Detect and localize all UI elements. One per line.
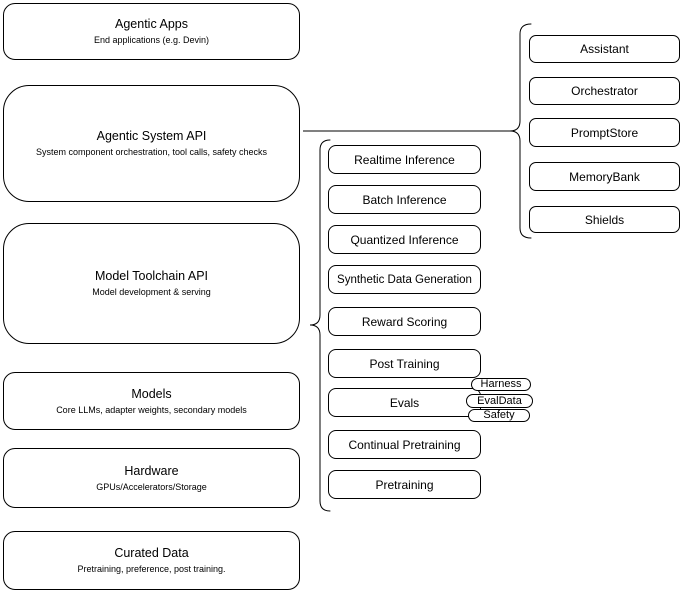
tag-label: Harness — [480, 378, 522, 390]
node-subtitle: End applications (e.g. Devin) — [93, 35, 210, 45]
node-title: Curated Data — [114, 546, 189, 560]
node-realtime-inference: Realtime Inference — [328, 145, 481, 174]
node-promptstore: PromptStore — [529, 118, 680, 147]
node-label: MemoryBank — [569, 169, 640, 184]
node-shields: Shields — [529, 206, 680, 233]
node-title: Hardware — [124, 463, 179, 478]
node-pretraining: Pretraining — [328, 470, 481, 499]
tag-safety: Safety — [468, 409, 530, 422]
node-subtitle: System component orchestration, tool cal… — [35, 147, 268, 157]
node-label: Post Training — [369, 356, 440, 371]
node-subtitle: Model development & serving — [92, 287, 211, 297]
node-subtitle: Core LLMs, adapter weights, secondary mo… — [56, 404, 247, 415]
node-label: Shields — [584, 212, 625, 227]
node-evals: Evals — [328, 388, 481, 417]
node-title: Agentic Apps — [115, 17, 188, 31]
system-services-brace — [509, 23, 532, 239]
tag-harness: Harness — [471, 378, 531, 391]
node-label: Orchestrator — [571, 84, 638, 98]
node-model-toolchain-api: Model Toolchain API Model development & … — [3, 223, 300, 344]
node-reward-scoring: Reward Scoring — [328, 307, 481, 336]
tag-label: EvalData — [477, 394, 522, 407]
node-label: Assistant — [580, 42, 629, 56]
node-title: Models — [131, 386, 172, 401]
node-assistant: Assistant — [529, 35, 680, 63]
node-label: Evals — [389, 395, 420, 410]
node-subtitle: Pretraining, preference, post training. — [77, 564, 226, 574]
node-label: Realtime Inference — [354, 152, 455, 167]
node-label: Batch Inference — [362, 192, 447, 207]
node-memorybank: MemoryBank — [529, 162, 680, 191]
tag-evaldata: EvalData — [466, 394, 533, 408]
node-title: Agentic System API — [96, 129, 207, 143]
node-continual-pretraining: Continual Pretraining — [328, 430, 481, 459]
node-quantized-inference: Quantized Inference — [328, 225, 481, 254]
node-synthetic-data-generation: Synthetic Data Generation — [328, 265, 481, 294]
node-models: Models Core LLMs, adapter weights, secon… — [3, 372, 300, 430]
node-label: PromptStore — [570, 125, 639, 140]
node-post-training: Post Training — [328, 349, 481, 378]
node-curated-data: Curated Data Pretraining, preference, po… — [3, 531, 300, 590]
node-subtitle: GPUs/Accelerators/Storage — [96, 481, 207, 492]
node-agentic-system-api: Agentic System API System component orch… — [3, 85, 300, 202]
node-label: Reward Scoring — [361, 314, 448, 329]
toolchain-services-brace — [309, 139, 331, 512]
node-label: Continual Pretraining — [348, 437, 461, 452]
tag-label: Safety — [483, 409, 515, 421]
node-label: Quantized Inference — [350, 232, 459, 247]
node-orchestrator: Orchestrator — [529, 77, 680, 105]
node-agentic-apps: Agentic Apps End applications (e.g. Devi… — [3, 3, 300, 60]
node-batch-inference: Batch Inference — [328, 185, 481, 214]
node-title: Model Toolchain API — [94, 269, 209, 283]
node-hardware: Hardware GPUs/Accelerators/Storage — [3, 448, 300, 508]
node-label: Pretraining — [375, 477, 434, 492]
node-label: Synthetic Data Generation — [337, 273, 472, 286]
